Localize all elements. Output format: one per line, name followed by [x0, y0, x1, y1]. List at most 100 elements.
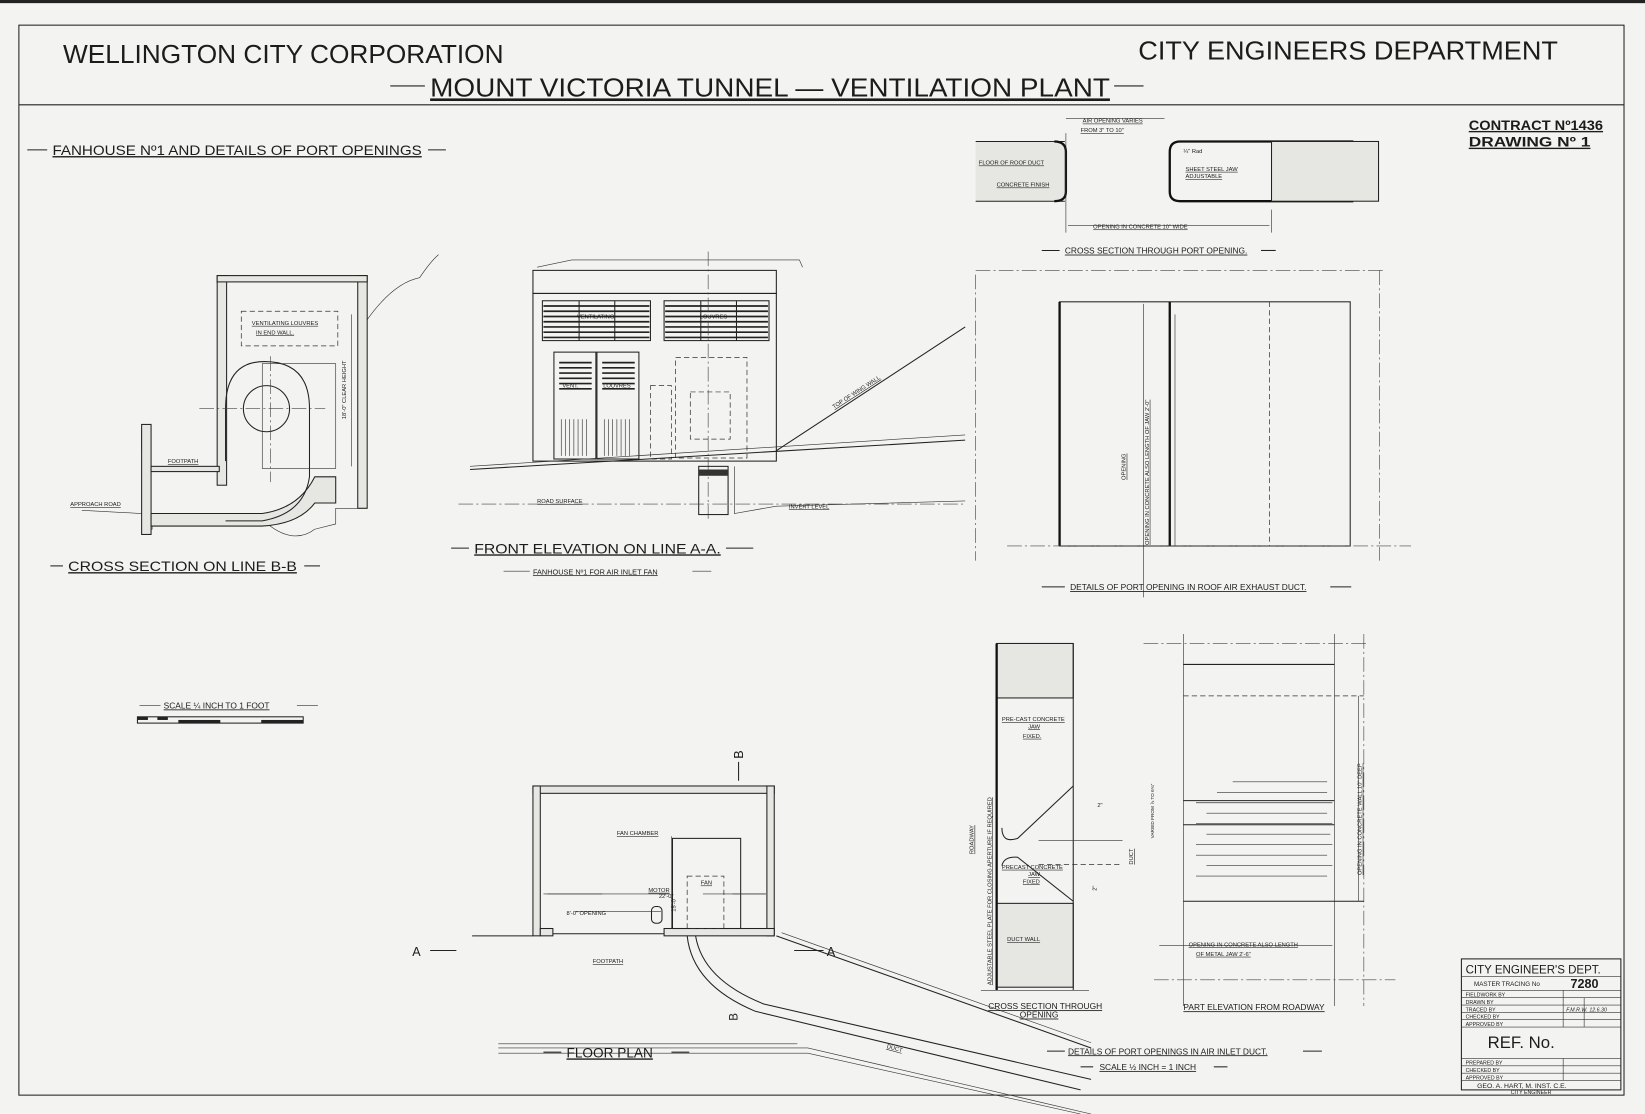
width-dimension: 22'-0" [659, 894, 674, 900]
door-vent-label: VENT. [562, 384, 579, 390]
duct-label: DUCT [886, 1044, 903, 1054]
concrete-finish-label: CONCRETE FINISH [997, 183, 1050, 189]
motor-label: MOTOR [648, 888, 669, 894]
louvre-slats [543, 300, 768, 341]
two-inch-label-2: 2" [1092, 886, 1098, 891]
master-tracing-label: MASTER TRACING No [1474, 981, 1540, 988]
traced-date-value: 12.6.30 [1589, 1007, 1607, 1013]
section-a-right: A [827, 945, 836, 959]
road-surface-label: ROAD SURFACE [537, 499, 583, 505]
front-elevation: VENTILATING LOUVRES VENT. LOUVRES TOP OF… [451, 251, 966, 576]
invert-level-label: INVERT LEVEL [789, 504, 829, 510]
cross-section-bb-title: CROSS SECTION ON LINE B-B [68, 559, 297, 574]
precast-jaw-label: PRE-CAST CONCRETE [1002, 717, 1065, 723]
depth-dimension: 15'-0" [672, 897, 678, 912]
motor-symbol [650, 905, 663, 924]
floor-plan: FAN MOTOR FAN CHAMBER 22'-0" 15'-0" 8'-0… [412, 750, 1092, 1114]
title-block: CITY ENGINEER'S DEPT. MASTER TRACING No … [1460, 958, 1622, 1096]
roadway-label: ROADWAY [970, 825, 976, 854]
section-a-left: A [412, 945, 421, 959]
floor-roof-duct-label: FLOOR OF ROOF DUCT [979, 161, 1045, 167]
scale-bar-quarter-inch: SCALE ¼ INCH TO 1 FOOT [136, 700, 318, 724]
contract-number: CONTRACT Nº1436 [1469, 118, 1604, 133]
opening-width-label: OPENING IN CONCRETE 10" WIDE [1093, 224, 1188, 230]
adjustable-label: ADJUSTABLE [1185, 174, 1222, 180]
jaw-length-label: OPENING IN CONCRETE ALSO LENGTH OF JAW 2… [1145, 400, 1151, 545]
door-left [553, 351, 597, 460]
jaw-label: JAW [1028, 724, 1041, 730]
front-elevation-title: FRONT ELEVATION ON LINE A-A. [474, 541, 721, 556]
checked-by-2: CHECKED BY [1466, 1068, 1501, 1074]
engineer-name-text: GEO. A. HART, M. INST. C.E. [1477, 1083, 1567, 1090]
air-opening-range: FROM 3" TO 10" [1081, 128, 1124, 134]
air-opening-label: AIR OPENING VARIES [1083, 119, 1143, 125]
jaw-label-2: JAW [1028, 872, 1041, 878]
header: WELLINGTON CITY CORPORATION CITY ENGINEE… [27, 36, 1603, 158]
department-name: CITY ENGINEERS DEPARTMENT [1138, 36, 1558, 66]
fixed-label-2: FIXED [1023, 879, 1040, 885]
louvres-label: LOUVRES [700, 315, 728, 321]
opening-label: OPENING [1122, 453, 1128, 480]
wing-wall-label: TOP OF WING WALL [832, 375, 882, 410]
drawn-by: DRAWN BY [1466, 1000, 1495, 1006]
duct-label: DUCT [1129, 848, 1135, 864]
jaw-hatching [1183, 781, 1335, 877]
drawing-number: DRAWING Nº 1 [1469, 135, 1591, 150]
cross-section-opening-title: CROSS SECTION THROUGH [988, 1001, 1102, 1011]
tracing-number: 7280 [1571, 977, 1599, 991]
ref-number-label: REF. No. [1488, 1033, 1555, 1052]
precast-jaw-label-2: PRECAST CONCRETE [1002, 865, 1063, 871]
approved-by: APPROVED BY [1466, 1022, 1504, 1028]
traced-by-value: F.M.R.W. [1566, 1007, 1587, 1013]
section-b-top: B [732, 750, 746, 758]
part-elevation-title: PART ELEVATION FROM ROADWAY [1183, 1002, 1325, 1012]
fan-label: FAN [701, 880, 712, 886]
metal-jaw-label-2: OF METAL JAW 2'-6" [1196, 952, 1251, 958]
fieldwork-by: FIELDWORK BY [1466, 993, 1506, 999]
metal-jaw-label: OPENING IN CONCRETE ALSO LENGTH [1189, 942, 1298, 948]
checked-by: CHECKED BY [1466, 1015, 1501, 1021]
clear-height-label: 18'-0" CLEAR HEIGHT [342, 360, 348, 419]
duct-wall-label: DUCT WALL [1007, 937, 1040, 943]
door-right [596, 351, 640, 460]
approach-road-label: APPROACH ROAD [70, 502, 121, 508]
port-cross-section-title: CROSS SECTION THROUGH PORT OPENING. [1065, 246, 1248, 256]
traced-by: TRACED BY [1466, 1007, 1496, 1013]
inlet-scale-label: SCALE ½ INCH = 1 INCH [1099, 1062, 1196, 1072]
cross-section-bb: VENTILATING LOUVRES IN END WALL. 18'-0" … [50, 254, 439, 574]
inlet-duct-detail: PRE-CAST CONCRETE JAW FIXED. PRECAST CON… [970, 634, 1396, 1072]
approved-by-2: APPROVED BY [1466, 1075, 1504, 1081]
louvres-label: VENTILATING LOUVRES [252, 321, 319, 327]
sheet-subtitle: FANHOUSE Nº1 AND DETAILS OF PORT OPENING… [52, 143, 421, 158]
fan-chamber-label: FAN CHAMBER [617, 831, 659, 837]
drawing-title: MOUNT VICTORIA TUNNEL — VENTILATION PLAN… [430, 72, 1110, 102]
section-b-bottom: B [729, 1013, 741, 1021]
inlet-detail-title: DETAILS OF PORT OPENINGS IN AIR INLET DU… [1068, 1046, 1268, 1056]
two-inch-label: 2" [1097, 803, 1102, 809]
scale-label: SCALE ¼ INCH TO 1 FOOT [164, 700, 270, 710]
front-elevation-subtitle: FANHOUSE Nº1 FOR AIR INLET FAN [533, 567, 658, 576]
varied-label: VARIED FROM ⅞ TO 6¾" [1150, 783, 1155, 838]
opening-dimension: 8'-0" OPENING [567, 911, 607, 917]
outer-border [18, 24, 1625, 1096]
louvres-label-2: IN END WALL. [256, 330, 295, 336]
floor-plan-title: FLOOR PLAN [567, 1045, 653, 1060]
steel-plate-label: ADJUSTABLE STEEL PLATE FOR CLOSING APERT… [987, 797, 993, 985]
engineer-title: CITY ENGINEER [1511, 1090, 1552, 1096]
roof-detail-title: DETAILS OF PORT OPENING IN ROOF AIR EXHA… [1070, 582, 1306, 592]
corporation-name: WELLINGTON CITY CORPORATION [63, 39, 504, 69]
port-cross-section: AIR OPENING VARIES FROM 3" TO 10" FLOOR … [975, 118, 1380, 256]
steel-jaw-label: SHEET STEEL JAW [1185, 167, 1238, 173]
ventilating-label: VENTILATING [577, 315, 615, 321]
prepared-by: PREPARED BY [1466, 1061, 1503, 1067]
radius-label: ¼" Rad [1183, 149, 1202, 155]
cross-section-opening-title-2: OPENING [1020, 1010, 1059, 1020]
sheet-edge [0, 0, 1645, 4]
roof-exhaust-detail: OPENING OPENING IN CONCRETE ALSO LENGTH … [975, 270, 1412, 598]
fixed-label: FIXED. [1023, 734, 1042, 740]
wall-depth-label: OPENING IN CONCRETE WALL 10" DEEP [1358, 763, 1364, 875]
door-louvres-label: LOUVRES [603, 384, 631, 390]
footpath-label: FOOTPATH [593, 959, 623, 965]
dept-label: CITY ENGINEER'S DEPT. [1466, 965, 1601, 977]
